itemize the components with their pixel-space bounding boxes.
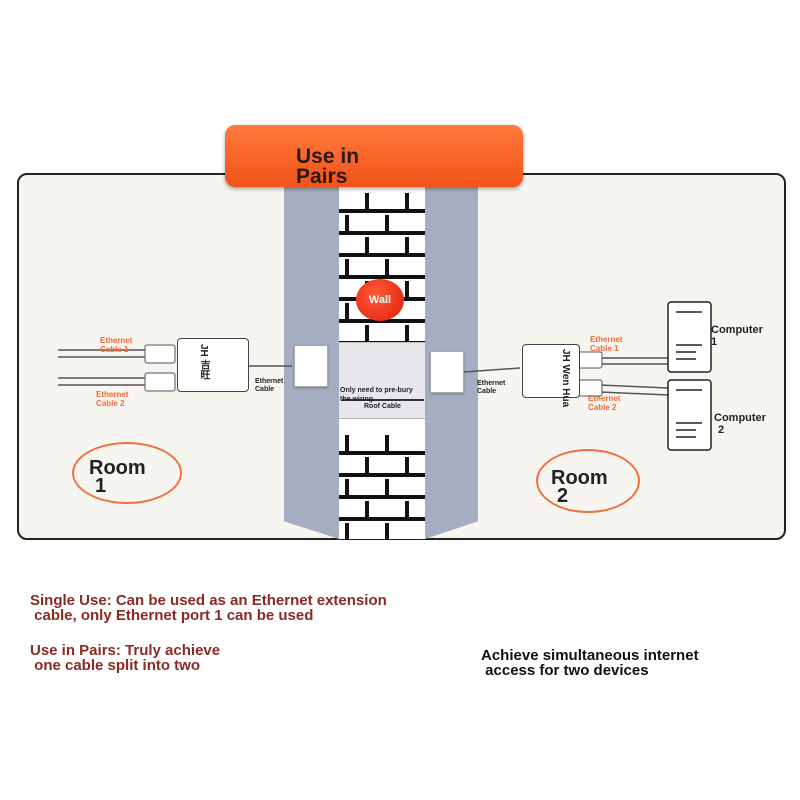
simultaneous-access-caption: Achieve simultaneous internet access for… (481, 647, 699, 679)
room-2-name: Room 2 (551, 467, 608, 507)
room-1-link-line-1: Ethernet (255, 378, 284, 385)
room-2-splitter-label: JH Wen Hua (560, 349, 571, 408)
room-1-oval (72, 442, 182, 504)
wall-socket-left (294, 345, 328, 387)
room-1-cable-1-line-2: Cable 1 (100, 345, 129, 354)
room-2-link-line-2: Cable (477, 388, 497, 395)
room-2-oval (536, 449, 640, 513)
banner-line-1: Use in (296, 145, 360, 168)
use-in-pairs-banner (225, 125, 523, 187)
room-2-cable-1-line-2: Cable 1 (590, 344, 619, 353)
wall-cutaway-panel (339, 342, 425, 419)
room-2-name-line-2: 2 (557, 485, 569, 507)
wall-note: Only need to pre-bury the wiring (340, 386, 432, 404)
wall-badge: Wall (356, 279, 404, 321)
wall-socket-right (430, 351, 464, 393)
room-1-splitter (177, 338, 249, 392)
room-1-cable-1-label: Ethernet Cable 1 (100, 336, 132, 354)
room-1-cable-2-line-2: Cable 2 (96, 399, 125, 408)
room-1-cable-1-line-1: Ethernet (100, 336, 133, 345)
computer-1-label-line-1: Computer (711, 324, 763, 336)
single-use-caption: Single Use: Can be used as an Ethernet e… (30, 592, 387, 624)
room-1-link-label: Ethernet Cable (255, 378, 283, 394)
wall-column (284, 187, 478, 543)
room-1-cable-2-line-1: Ethernet (96, 390, 129, 399)
room-1-name: Room 1 (89, 457, 146, 497)
room-2-splitter (522, 344, 580, 398)
banner-line-2: Pairs (296, 165, 348, 188)
pairs-use-caption: Use in Pairs: Truly achieve one cable sp… (30, 642, 221, 674)
room-2-link-line-1: Ethernet (477, 380, 506, 387)
computer-1-label: Computer 1 (711, 324, 763, 348)
room-2-cable-2-label: Ethernet Cable 2 (588, 394, 620, 412)
room-1-splitter-label: JH 吉旺 (198, 344, 209, 380)
room-2-cable-2-line-1: Ethernet (588, 394, 621, 403)
roof-cable-label: Roof Cable (364, 403, 401, 410)
wall-note-line-2: the wiring (340, 396, 374, 403)
room-1-name-line-1: Room (89, 457, 146, 479)
room-2-cable-2-line-2: Cable 2 (588, 403, 617, 412)
wall-note-line-1: Only need to pre-bury (340, 387, 413, 394)
room-2-link-label: Ethernet Cable (477, 380, 505, 396)
computer-1-tower (667, 301, 712, 373)
computer-2-label: Computer 2 (714, 412, 766, 436)
room-1-link-line-2: Cable (255, 386, 275, 393)
room-2-cable-1-label: Ethernet Cable 1 (590, 335, 622, 353)
computer-2-tower (667, 379, 712, 451)
computer-2-label-line-2: 2 (718, 424, 725, 436)
room-2-cable-1-line-1: Ethernet (590, 335, 623, 344)
banner-title: Use in Pairs (296, 145, 416, 188)
room-1-name-line-2: 1 (95, 475, 107, 497)
computer-2-label-line-1: Computer (714, 412, 766, 424)
room-1-cable-2-label: Ethernet Cable 2 (96, 390, 128, 408)
room-2-name-line-1: Room (551, 467, 608, 489)
computer-1-label-line-2: 1 (711, 336, 718, 348)
